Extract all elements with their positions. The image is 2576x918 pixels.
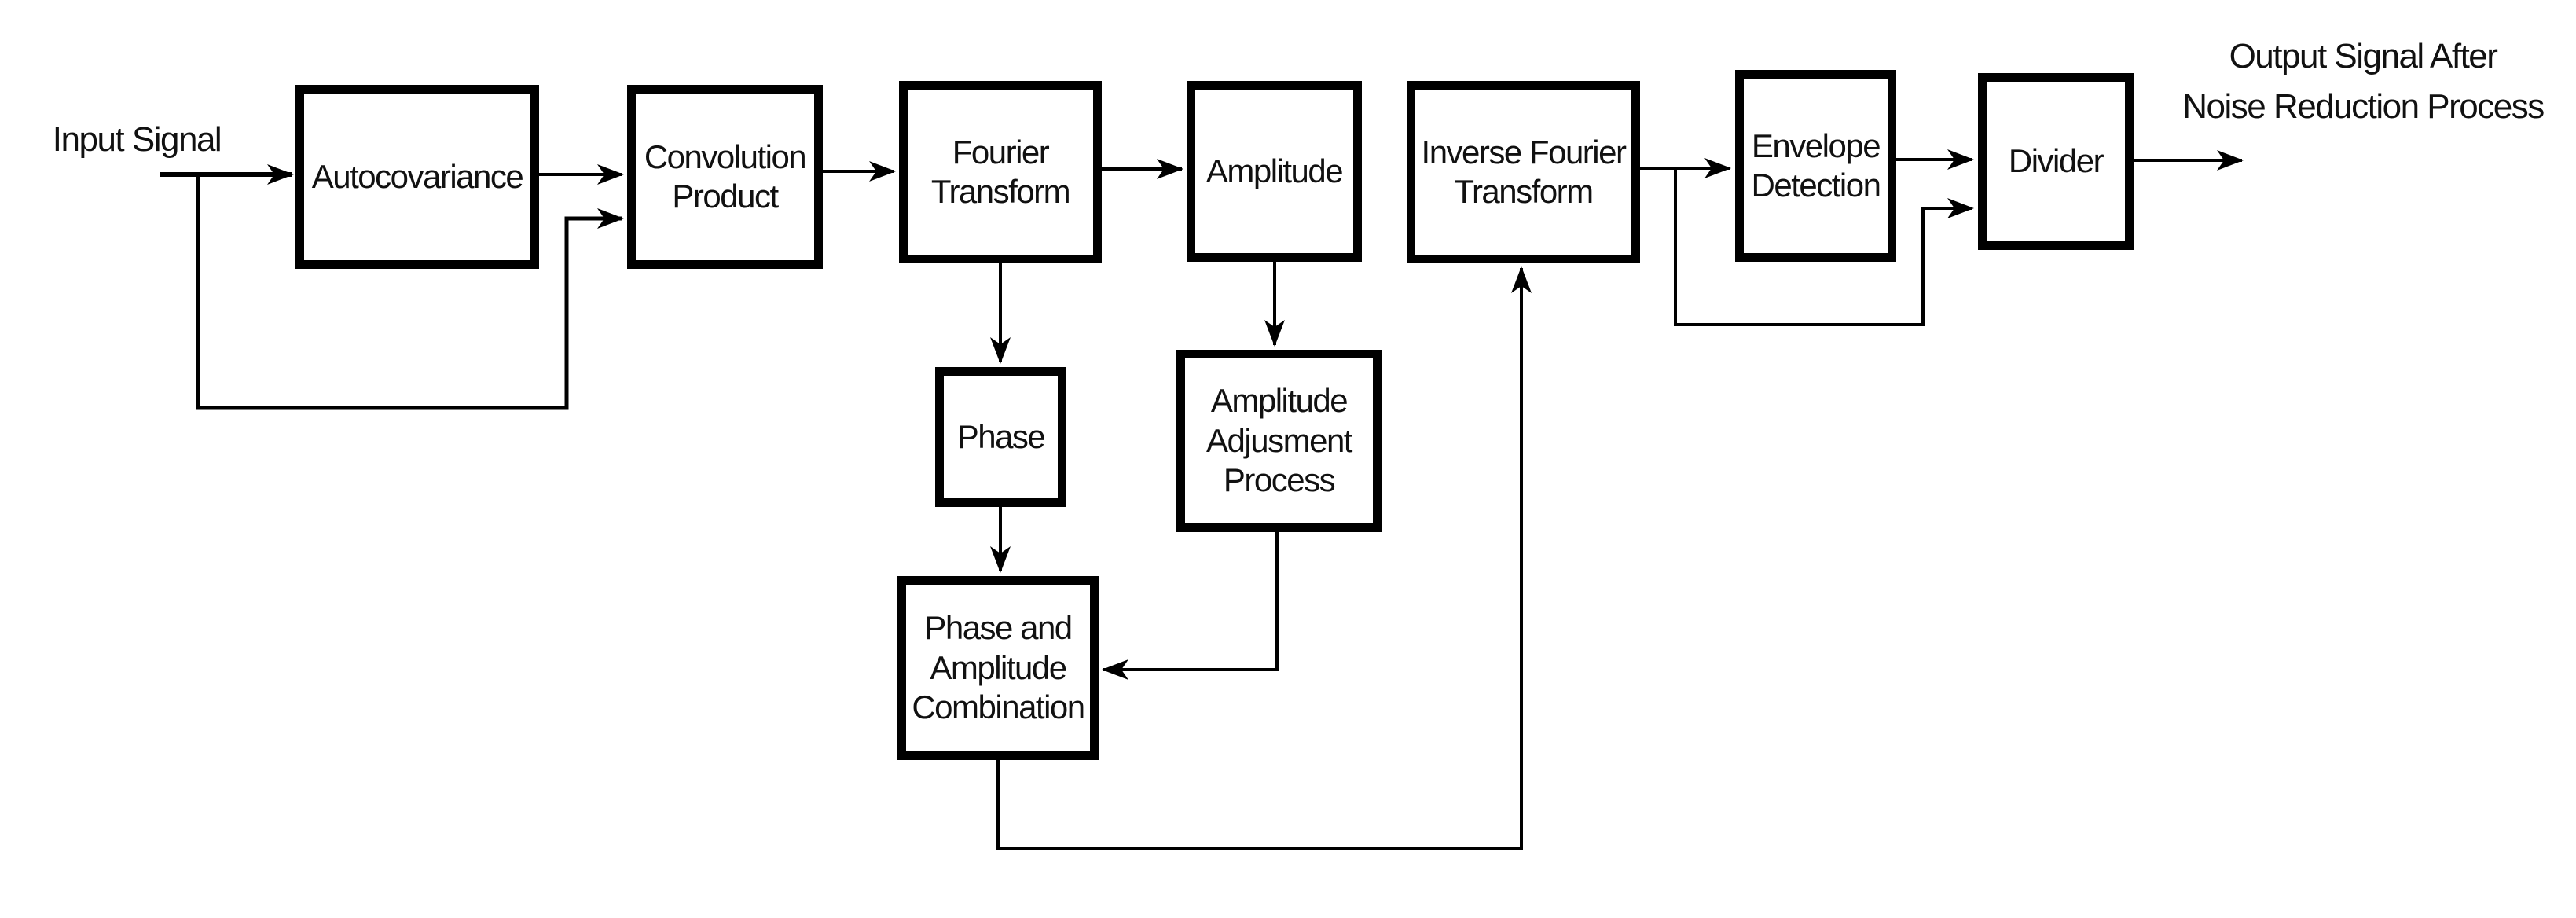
input-signal-label: Input Signal <box>52 120 222 159</box>
block-inverse-fourier-transform: Inverse Fourier Transform <box>1407 81 1640 263</box>
block-phase-and-amplitude-combination-label: Phase and Amplitude Combination <box>912 609 1085 726</box>
block-phase-label: Phase <box>956 417 1046 455</box>
block-phase: Phase <box>935 367 1066 507</box>
block-divider-label: Divider <box>2008 142 2104 180</box>
block-autocovariance: Autocovariance <box>295 85 539 269</box>
block-autocovariance-label: Autocovariance <box>311 157 524 195</box>
block-amplitude-adjusment-process: Amplitude Adjusment Process <box>1176 350 1382 532</box>
block-inverse-fourier-transform-label: Inverse Fourier Transform <box>1421 133 1627 210</box>
arrow-adjusment-to-combination <box>1102 532 1279 680</box>
block-fourier-transform: Fourier Transform <box>899 81 1102 263</box>
block-amplitude-adjusment-process-label: Amplitude Adjusment Process <box>1206 382 1352 499</box>
block-envelope-detection: Envelope Detection <box>1735 70 1896 262</box>
block-divider: Divider <box>1978 73 2134 250</box>
block-convolution-product: Convolution Product <box>627 85 823 269</box>
block-convolution-product-label: Convolution Product <box>644 138 807 215</box>
block-amplitude-label: Amplitude <box>1205 152 1344 189</box>
block-amplitude: Amplitude <box>1187 81 1362 262</box>
block-phase-and-amplitude-combination: Phase and Amplitude Combination <box>897 576 1099 760</box>
output-signal-label: Output Signal After Noise Reduction Proc… <box>2182 37 2545 126</box>
block-fourier-transform-label: Fourier Transform <box>930 133 1071 210</box>
block-envelope-detection-label: Envelope Detection <box>1751 127 1881 204</box>
